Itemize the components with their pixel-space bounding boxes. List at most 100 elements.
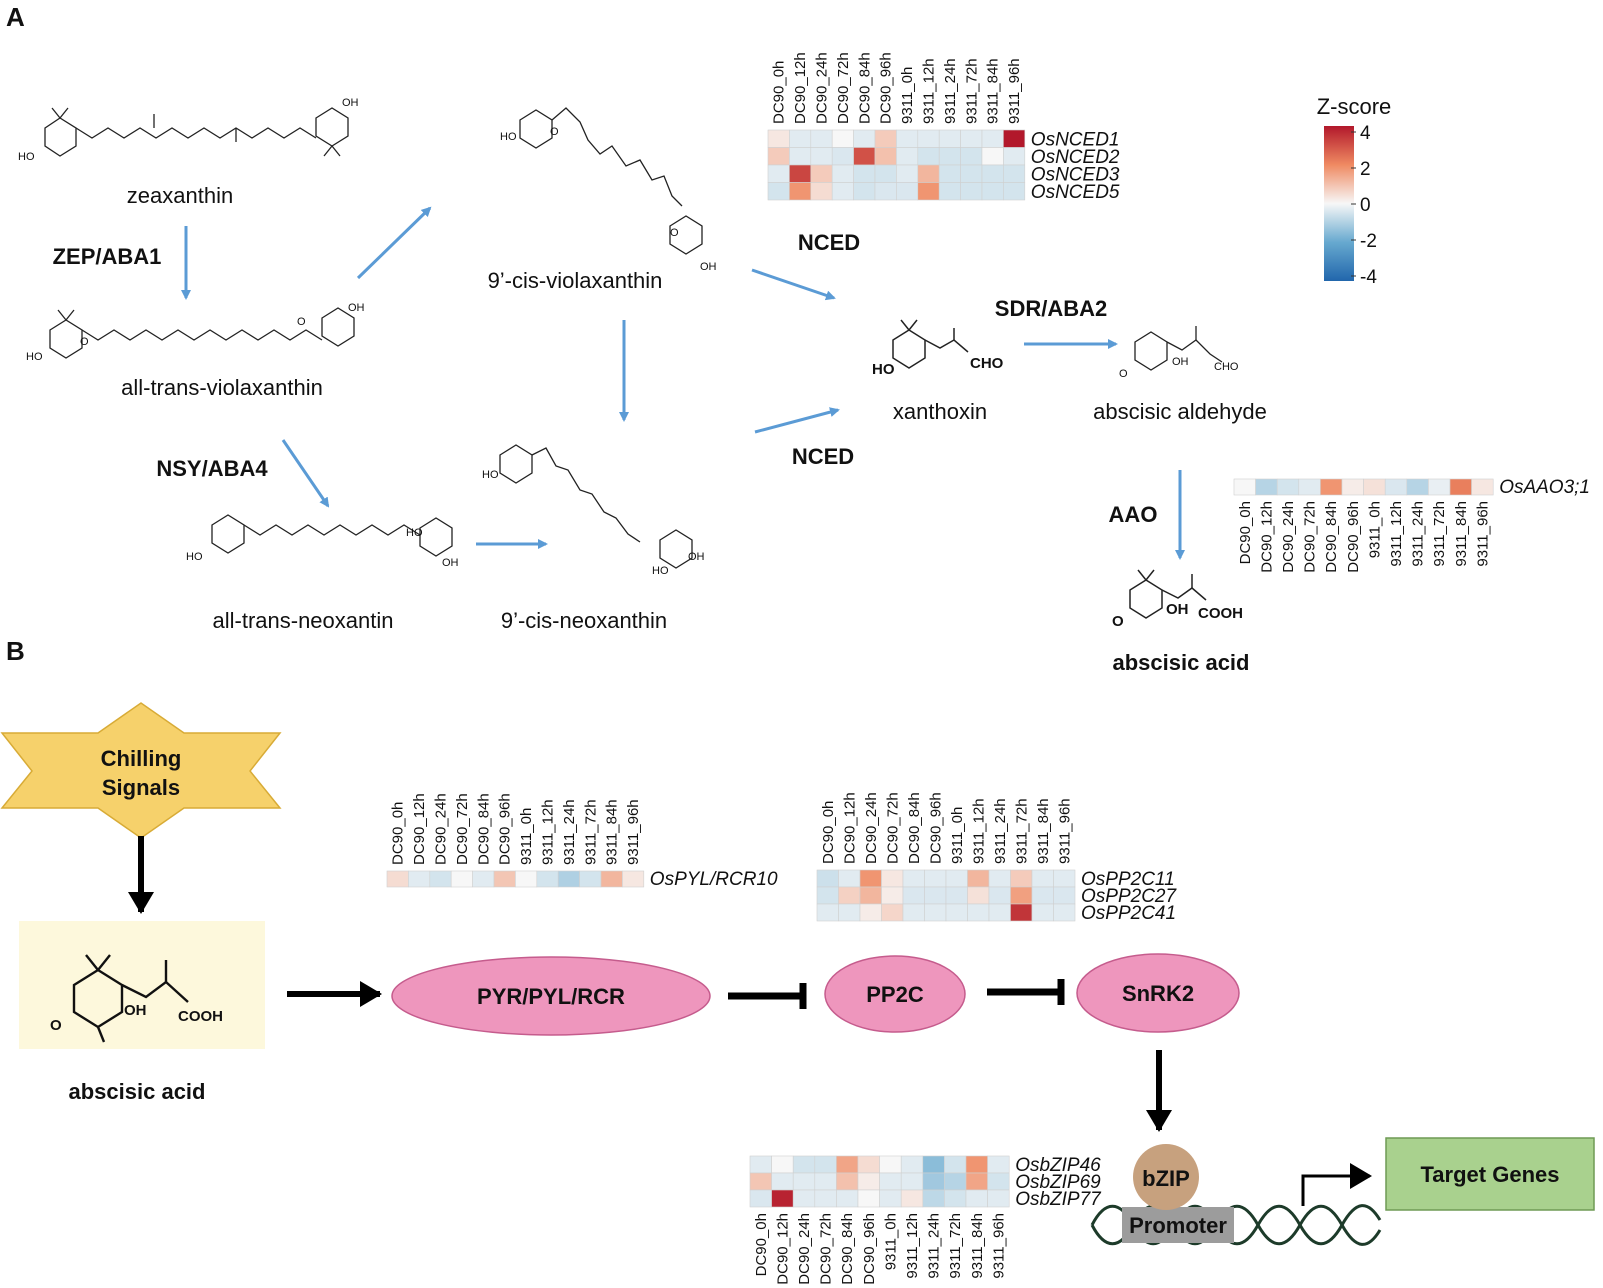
arrow-cis-violaxanthin-to-xanthoxin: [751, 268, 836, 301]
heatmap-cell: [1003, 147, 1026, 166]
heatmap-cell: [917, 147, 940, 166]
heatmap-cell: [386, 870, 409, 888]
heatmap-cell: [767, 182, 790, 201]
panel-label-a: A: [6, 2, 25, 32]
enzyme-aao: AAO: [1109, 502, 1158, 527]
arrow-violaxanthin-to-cis-violaxanthin: [356, 206, 432, 280]
enzyme-nced-bottom: NCED: [792, 444, 854, 469]
pp2c-label: PP2C: [866, 982, 924, 1007]
heatmap-sample-label: 9311_72h: [947, 1213, 964, 1279]
promoter-label: Promoter: [1129, 1213, 1227, 1238]
legend-tick-label: 0: [1360, 195, 1371, 216]
heatmap-sample-label: DC90_72h: [835, 52, 852, 124]
heatmap-cell: [881, 869, 904, 888]
heatmap-sample-label: 9311_12h: [540, 799, 557, 865]
heatmap-sample-label: 9311_96h: [1056, 798, 1073, 864]
heatmap-cell: [836, 1172, 859, 1191]
heatmap-cell: [917, 164, 940, 183]
heatmap-sample-label: 9311_24h: [1410, 501, 1427, 567]
heatmap-cell: [838, 869, 861, 888]
heatmap-cell: [771, 1189, 794, 1208]
heatmap-gene-label: OsNCED2: [1031, 147, 1120, 168]
violaxanthin-oh: OH: [348, 302, 365, 314]
legend-tick-label: -4: [1360, 267, 1377, 288]
cis-violaxanthin-oh: OH: [700, 261, 717, 273]
legend-tick-label: 4: [1360, 123, 1371, 144]
enzyme-nsy: NSY/ABA4: [156, 456, 268, 481]
heatmap-sample-label: 9311_96h: [990, 1213, 1007, 1279]
heatmap-sample-label: 9311_96h: [1474, 501, 1491, 567]
heatmap-sample-label: 9311_0h: [899, 67, 916, 124]
heatmap-cell: [981, 164, 1004, 183]
heatmap-cell: [965, 1172, 988, 1191]
heatmap-cell: [859, 869, 882, 888]
heatmap-cell: [515, 870, 538, 888]
heatmap-cell: [965, 1155, 988, 1174]
heatmap-cell: [900, 1189, 924, 1208]
violaxanthin-ho: HO: [26, 351, 43, 363]
heatmap-sample-label: 9311_96h: [625, 799, 642, 865]
heatmap-sample-label: 9311_72h: [963, 58, 980, 124]
heatmap-sample-label: DC90_84h: [1323, 501, 1340, 573]
label-xanthoxin: xanthoxin: [893, 399, 987, 424]
heatmap-cell: [767, 147, 790, 166]
label-cis-violaxanthin: 9’-cis-violaxanthin: [488, 268, 663, 293]
heatmap-cell: [945, 869, 968, 888]
cis-neoxanthin-oh: OH: [688, 551, 705, 563]
heatmap-cell: [853, 164, 876, 183]
heatmap-cell: [816, 869, 839, 888]
cis-neoxanthin-ho: HO: [482, 469, 499, 481]
heatmap-sample-label: DC90_0h: [820, 801, 837, 864]
heatmap-cell: [944, 1189, 967, 1208]
legend-tick-label: -2: [1360, 231, 1377, 252]
cis-neoxanthin-structure: [499, 444, 693, 569]
heatmap-cell: [924, 886, 947, 905]
acid-a-o: O: [1112, 613, 1124, 630]
legend-tick-label: 2: [1360, 159, 1371, 180]
abscisic-aldehyde-structure: [1134, 326, 1223, 371]
heatmap-cell: [853, 129, 876, 148]
cis-violaxanthin-o2: O: [670, 227, 679, 239]
zeaxanthin-structure: [44, 107, 349, 157]
heatmap-cell: [1406, 478, 1429, 496]
heatmap-cell: [944, 1155, 967, 1174]
heatmap-cell: [960, 182, 983, 201]
heatmap-sample-label: DC90_96h: [878, 52, 895, 124]
heatmap-cell: [965, 1189, 988, 1208]
heatmap-cell: [836, 1155, 859, 1174]
heatmap-cell: [814, 1172, 837, 1191]
heatmap-cell: [1384, 478, 1408, 496]
heatmap-cell: [938, 164, 961, 183]
chilling-line1: Chilling: [101, 746, 182, 771]
heatmap-cell: [810, 164, 833, 183]
heatmap-cell: [429, 870, 452, 888]
heatmap-cell: [1233, 478, 1256, 496]
xanthoxin-cho: CHO: [970, 355, 1004, 372]
heatmap-cell: [1053, 903, 1076, 922]
heatmap-sample-label: DC90_72h: [818, 1213, 835, 1285]
heatmap-sample-label: DC90_72h: [454, 793, 471, 865]
heatmap-sample-label: 9311_0h: [1366, 501, 1383, 558]
enzyme-zep: ZEP/ABA1: [53, 244, 162, 269]
heatmap-cell: [988, 869, 1011, 888]
heatmap-cell: [967, 886, 990, 905]
heatmap-cell: [896, 129, 919, 148]
heatmap-cell: [874, 182, 897, 201]
heatmap-sample-label: DC90_12h: [792, 52, 809, 124]
inhibit-pyr-pp2c: [728, 983, 807, 1009]
heatmap-sample-label: DC90_24h: [1280, 501, 1297, 573]
acid-a-cooh: COOH: [1198, 605, 1243, 622]
heatmap-cell: [767, 129, 790, 148]
heatmap-cell: [1320, 478, 1343, 496]
heatmap-sample-label: 9311_12h: [970, 798, 987, 864]
heatmap-sample-label: DC90_0h: [771, 61, 788, 124]
heatmap-cell: [857, 1155, 880, 1174]
acid-b-o: O: [50, 1017, 62, 1034]
heatmap-cell: [1053, 886, 1076, 905]
heatmap-cell: [896, 182, 919, 201]
heatmap-cell: [988, 886, 1011, 905]
neoxanthin-oh: OH: [442, 557, 459, 569]
